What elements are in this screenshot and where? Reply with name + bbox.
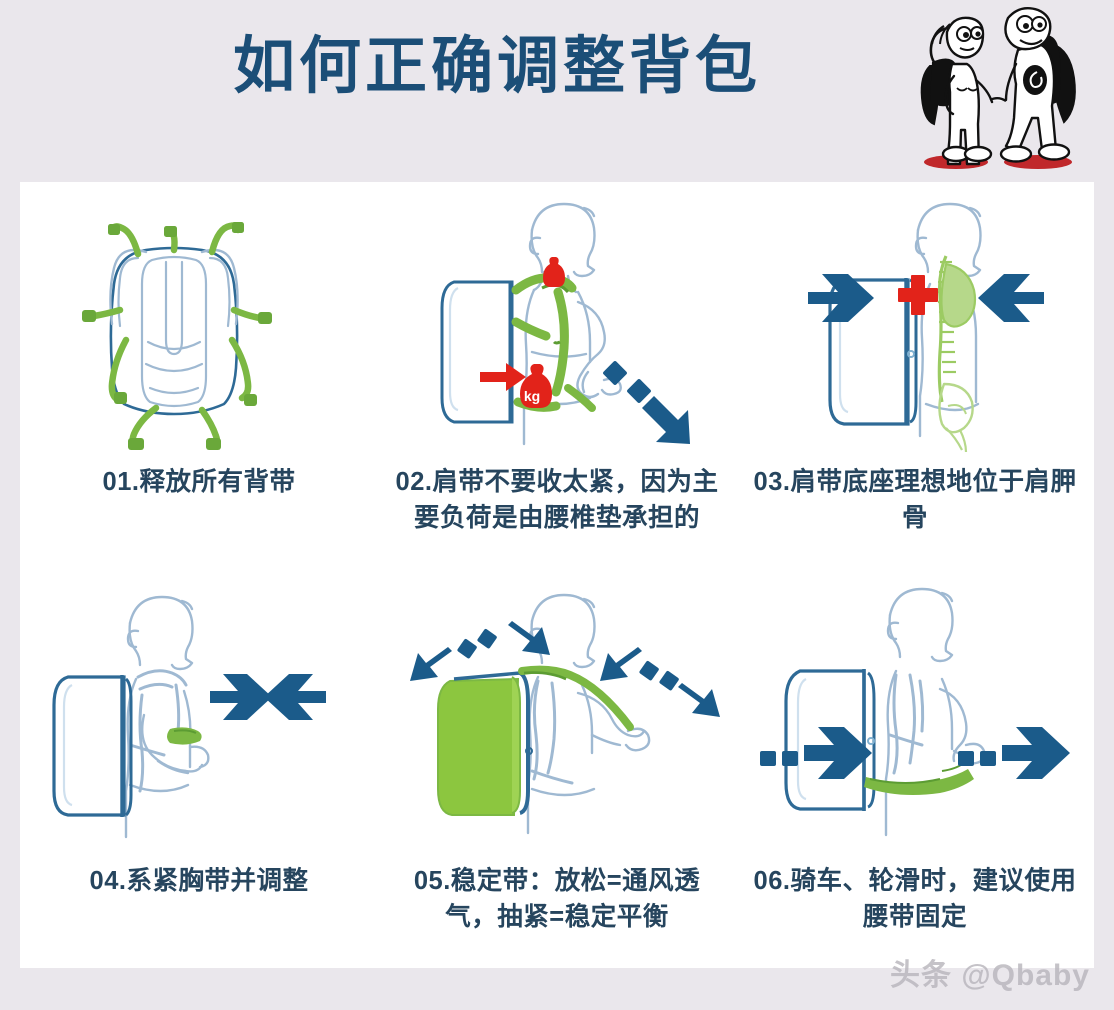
chest-strap-fasten-illustration [34,585,364,853]
step-caption-02: 02.肩带不要收太紧，因为主要负荷是由腰椎垫承担的 [395,468,719,533]
page-header: 如何正确调整背包 [0,0,1114,182]
waist-belt-secure-illustration [750,585,1080,853]
step-caption-03: 03.肩带底座理想地位于肩胛骨 [753,468,1077,533]
step-caption-04: 04.系紧胸带并调整 [89,867,309,895]
stabilizer-strap-adjust-illustration [392,585,722,853]
blue-arrow-right-icon [808,274,874,322]
watermark: 头条 @Qbaby [890,959,1090,992]
step-panel-03: 03.肩带底座理想地位于肩胛骨 [736,182,1094,575]
blue-arrow-left-icon [978,274,1044,322]
blue-arrow-left-icon [264,674,326,720]
step-panel-02: kg [378,182,736,575]
step-panel-05: 05.稳定带：放松=通风透气，抽紧=稳定平衡 [378,575,736,968]
blue-dashed-arrow-right-left-icon [760,727,872,779]
step-panel-01: 01.释放所有背带 [20,182,378,575]
steps-grid: 01.释放所有背带 [20,182,1094,968]
backpack-front-loose-straps-illustration [34,192,364,460]
step-caption-01: 01.释放所有背带 [102,468,296,496]
svg-text:kg: kg [524,388,540,404]
red-cross-icon [898,275,938,315]
step-caption-05: 05.稳定带：放松=通风透气，抽紧=稳定平衡 [413,867,701,932]
person-shoulder-straps-weight-illustration: kg [392,192,722,460]
kg-tag-small-icon [543,257,565,287]
mascot-illustration [902,4,1092,176]
kg-tag-icon: kg [520,364,552,408]
blue-arrow-right-icon [210,674,272,720]
green-stabilizer-strap-icon [518,665,634,731]
blue-double-arrow-upleft-icon [410,621,550,681]
step-caption-06: 06.骑车、轮滑时，建议使用腰带固定 [753,867,1077,932]
step-panel-06: 06.骑车、轮滑时，建议使用腰带固定 [736,575,1094,968]
blue-double-arrow-right-icon [600,647,720,717]
steps-card: 01.释放所有背带 [20,182,1094,968]
step-panel-04: 04.系紧胸带并调整 [20,575,378,968]
spine-shoulder-blade-position-illustration [750,192,1080,460]
red-arrow-right-icon [480,363,526,391]
page-title: 如何正确调整背包 [232,32,761,101]
green-waist-belt-icon [864,762,974,795]
blue-dashed-arrow-down-right-icon [603,361,690,444]
blue-dashed-arrow-right-right-icon [958,727,1070,779]
green-chest-strap-icon [167,727,202,745]
